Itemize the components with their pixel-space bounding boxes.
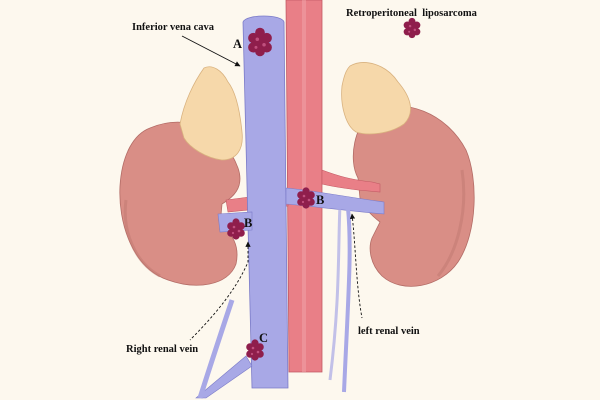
left-adrenal-gland: [341, 62, 411, 135]
site-c-label: C: [259, 331, 268, 345]
right-kidney: [119, 121, 241, 286]
left-kidney: [352, 105, 475, 287]
site-b-left-label: B: [316, 193, 324, 207]
left-renal-vein-pointer-line: [349, 213, 363, 319]
right-renal-vein-pointer-line: [189, 241, 251, 341]
retroperitoneal-liposarcoma-label: Retroperitoneal liposarcoma: [346, 8, 478, 19]
right-renal-vein-label: Right renal vein: [126, 344, 198, 355]
right-adrenal-gland: [179, 66, 243, 161]
site-b-right-label: B: [244, 216, 252, 230]
ivc-pointer-line: [181, 35, 241, 67]
left-renal-vein-label: left renal vein: [358, 326, 420, 337]
site-a-label: A: [233, 37, 242, 51]
inferior-vena-cava: [195, 15, 289, 399]
inferior-vena-cava-label: Inferior vena cava: [132, 22, 215, 33]
